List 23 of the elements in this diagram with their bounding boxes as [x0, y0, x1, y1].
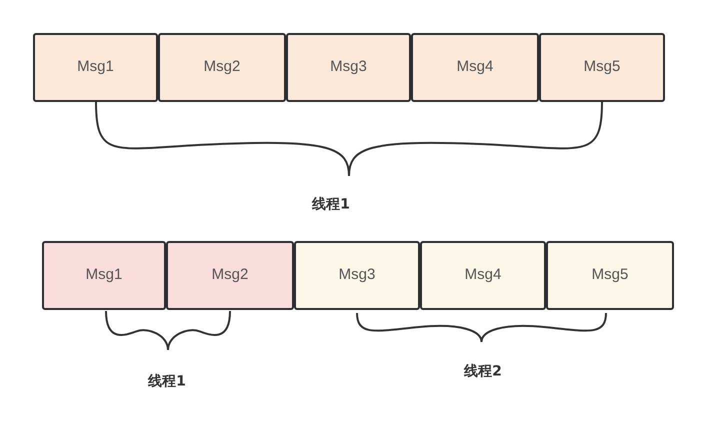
message-box [546, 241, 674, 310]
message-box [166, 241, 294, 310]
message-box [42, 241, 166, 310]
thread-label: 线程1 [148, 372, 186, 392]
message-label: Msg4 [456, 57, 494, 78]
message-label: Msg5 [592, 265, 628, 286]
message-label: Msg3 [338, 265, 376, 286]
message-box [286, 33, 411, 102]
thread-label: 线程2 [464, 362, 502, 382]
message-label: Msg1 [77, 57, 114, 78]
message-label: Msg2 [212, 265, 248, 286]
message-box [33, 33, 158, 102]
message-label: Msg5 [584, 57, 620, 78]
message-label: Msg1 [86, 265, 122, 286]
message-label: Msg4 [464, 265, 502, 286]
message-label: Msg2 [204, 57, 240, 78]
message-box [294, 241, 420, 310]
message-box [158, 33, 286, 102]
message-box [420, 241, 546, 310]
message-box [539, 33, 665, 102]
message-box [411, 33, 539, 102]
thread-label: 线程1 [312, 196, 350, 214]
message-label: Msg3 [330, 57, 367, 78]
